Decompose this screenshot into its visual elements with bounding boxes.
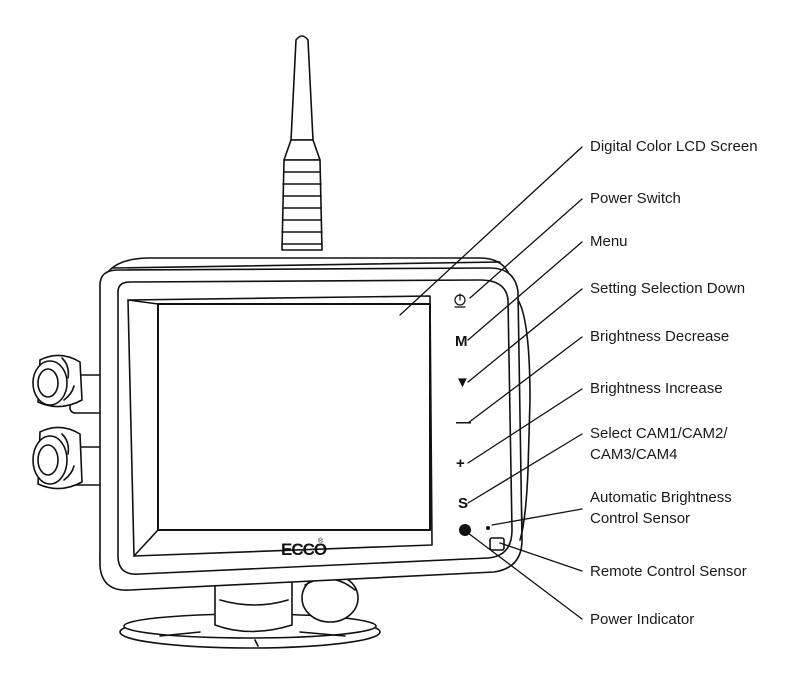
leader-auto-brightness [491,508,583,526]
leader-lcd-screen [399,146,583,316]
auto-brightness-sensor [486,526,490,530]
brightness-decrease-button[interactable]: — [456,414,471,431]
label-auto-brightness-line2: Control Sensor [590,510,691,527]
label-lcd-screen: Digital Color LCD Screen [590,138,758,155]
leader-menu [467,241,583,341]
leader-lines [399,146,583,620]
leader-brightness-increase [467,388,583,464]
label-setting-down: Setting Selection Down [590,280,746,297]
brightness-increase-button[interactable]: + [456,455,465,472]
label-brightness-decrease: Brightness Decrease [590,328,730,345]
leader-brightness-decrease [467,336,583,424]
label-menu: Menu [590,233,628,250]
side-knobs [32,354,105,490]
label-auto-brightness-line1: Automatic Brightness [590,489,732,506]
leader-remote-sensor [499,542,583,572]
power-switch-icon [454,293,466,308]
label-select-cam-line1: Select CAM1/CAM2/ [590,425,728,442]
label-select-cam: Select CAM1/CAM2/ CAM3/CAM4 [590,423,728,465]
label-auto-brightness: Automatic Brightness Control Sensor [590,487,732,529]
menu-button[interactable]: M [455,333,468,350]
leader-power-indicator [467,532,583,620]
brand-logo: ECCO [281,540,327,559]
label-brightness-increase: Brightness Increase [590,380,723,397]
monitor-housing [99,257,531,591]
select-cam-button[interactable]: S [458,495,468,512]
mount-base [119,573,381,649]
label-select-cam-line2: CAM3/CAM4 [590,446,678,463]
antenna [281,35,323,251]
label-remote-sensor: Remote Control Sensor [590,563,747,580]
label-power-indicator: Power Indicator [590,611,695,628]
setting-down-button[interactable]: ▼ [455,374,470,391]
lcd-screen [157,303,431,531]
label-power-switch: Power Switch [590,190,681,207]
trademark-symbol: ® [318,537,324,545]
leader-select-cam [467,433,583,504]
leader-setting-down [467,288,583,383]
leader-power-switch [469,198,583,299]
